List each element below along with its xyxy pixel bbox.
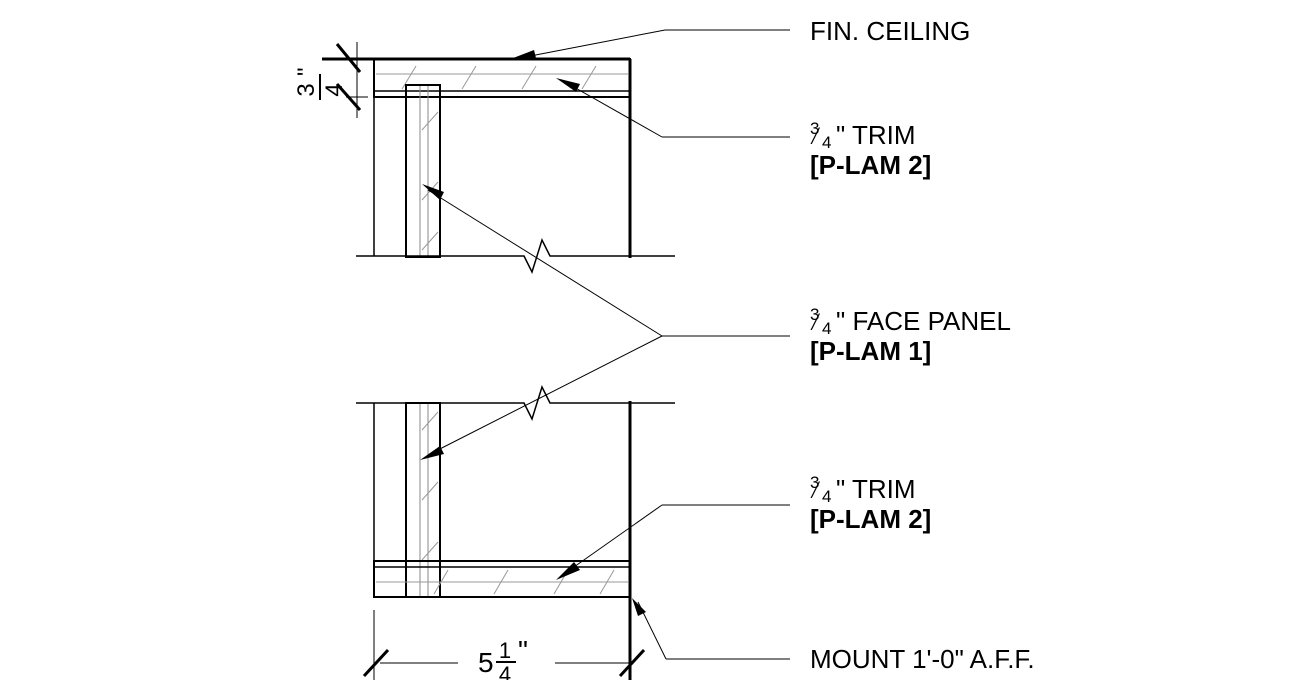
face-panel-bottom bbox=[405, 402, 441, 598]
leader-bottom-trim bbox=[563, 504, 790, 575]
arrow-top-trim bbox=[556, 78, 580, 92]
leader-top-trim bbox=[564, 81, 790, 138]
top-trim-fraction: 3 ⁄ 4 bbox=[810, 119, 836, 152]
bottom-trim-fraction-num: 3 bbox=[810, 473, 820, 492]
face-panel-fraction-den: 4 bbox=[822, 319, 832, 338]
bottom-trim-fraction-den: 4 bbox=[822, 487, 832, 506]
break-line-top bbox=[356, 238, 675, 274]
width-dimension bbox=[362, 610, 646, 680]
top-trim-board bbox=[373, 58, 631, 98]
top-trim-material: [P-LAM 2] bbox=[810, 150, 932, 180]
top-trim-fraction-num: 3 bbox=[810, 119, 820, 138]
leader-face-panel bbox=[427, 189, 790, 456]
face-panel-text: " FACE PANEL bbox=[836, 306, 1011, 336]
face-panel-top bbox=[405, 84, 441, 258]
trim-thickness-inch-mark: " bbox=[293, 67, 320, 76]
arrow-fin-ceiling bbox=[508, 50, 536, 60]
width-denominator: 4 bbox=[499, 662, 511, 680]
note-fin-ceiling: FIN. CEILING bbox=[810, 16, 970, 46]
width-numerator: 1 bbox=[499, 638, 511, 663]
face-panel-fraction: 3 ⁄ 4 bbox=[810, 305, 836, 338]
face-panel-fraction-num: 3 bbox=[810, 305, 820, 324]
top-trim-text: " TRIM bbox=[836, 120, 916, 150]
note-mount: MOUNT 1'-0" A.F.F. bbox=[810, 644, 1035, 674]
bottom-trim-fraction: 3 ⁄ 4 bbox=[810, 473, 836, 506]
leader-fin-ceiling bbox=[519, 29, 790, 59]
width-label: 5 1 4 " bbox=[478, 635, 528, 680]
note-face-panel: 3 ⁄ 4 " FACE PANEL [P-LAM 1] bbox=[810, 305, 1011, 366]
trim-thickness-label: 3 " 4 bbox=[293, 67, 348, 100]
note-bottom-trim: 3 ⁄ 4 " TRIM [P-LAM 2] bbox=[810, 473, 932, 534]
arrow-mount bbox=[632, 598, 646, 616]
leader-mount bbox=[637, 601, 790, 660]
trim-thickness-denominator: 4 bbox=[321, 83, 348, 96]
trim-thickness-numerator: 3 bbox=[293, 83, 320, 96]
note-fin-ceiling-text: FIN. CEILING bbox=[810, 16, 971, 46]
trim-thickness-dimension bbox=[335, 42, 368, 118]
note-top-trim: 3 ⁄ 4 " TRIM [P-LAM 2] bbox=[810, 119, 932, 180]
width-inch-mark: " bbox=[518, 635, 528, 666]
arrow-bottom-trim bbox=[556, 562, 580, 580]
bottom-trim-text: " TRIM bbox=[836, 474, 916, 504]
note-mount-text: MOUNT 1'-0" A.F.F. bbox=[810, 644, 1035, 674]
bottom-trim-board bbox=[373, 560, 631, 598]
face-panel-material: [P-LAM 1] bbox=[810, 336, 932, 366]
width-whole: 5 bbox=[478, 647, 494, 678]
bottom-trim-material: [P-LAM 2] bbox=[810, 504, 932, 534]
break-line-bottom bbox=[356, 385, 675, 421]
arrow-face-panel-bottom bbox=[420, 446, 444, 460]
top-trim-fraction-den: 4 bbox=[822, 133, 832, 152]
arrow-face-panel-top bbox=[422, 184, 444, 200]
